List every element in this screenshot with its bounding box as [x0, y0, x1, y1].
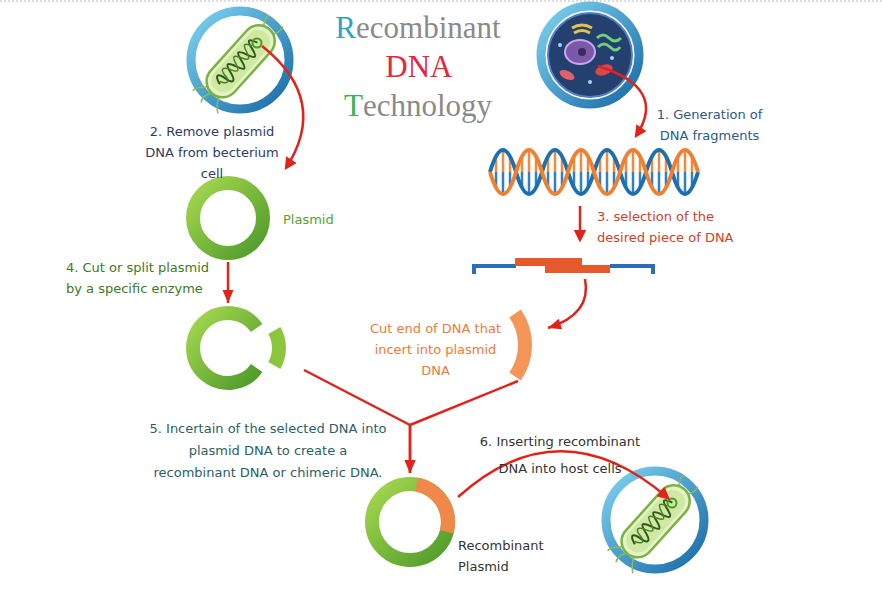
step-label: 2. Remove plasmid DNA from becterium cel…	[138, 121, 286, 184]
cell-ring	[541, 6, 639, 104]
chromosome	[215, 42, 256, 86]
step-arrow	[598, 66, 646, 136]
mitochondrion	[558, 68, 576, 82]
arrow-head	[548, 319, 562, 330]
endoplasmic-reticulum	[597, 35, 621, 41]
dna-bar-tick	[651, 264, 655, 274]
title-initial: R	[335, 10, 356, 45]
step-label: 1. Generation of DNA fragments	[652, 104, 767, 146]
chromosome	[214, 38, 263, 90]
plasmid-ring-shape	[193, 183, 263, 253]
inserted-dna	[417, 485, 448, 532]
node-outline	[186, 176, 270, 260]
bacterium-body	[191, 10, 291, 115]
connector-line	[227, 262, 230, 303]
diagram-title: Recombinant DNA Technology	[318, 8, 518, 125]
cut-plasmid: 4. Cut or split plasmid by a specific en…	[186, 304, 304, 392]
node-outline	[363, 475, 457, 569]
bacterium-ring	[191, 11, 289, 109]
connector-arrow	[223, 262, 234, 303]
nucleolus	[578, 48, 586, 56]
selected-dna-bar: 3. selection of the desired piece of DNA	[470, 258, 658, 276]
recombinant-plasmid: Recombinant Plasmid	[363, 475, 457, 569]
vesicle	[558, 43, 562, 47]
node-outline	[470, 258, 658, 276]
nucleus	[565, 40, 595, 64]
dna-bar-orange	[545, 265, 610, 273]
connector-line	[410, 381, 518, 473]
dna-strand	[490, 150, 698, 194]
connector-arrow	[548, 279, 586, 329]
title-word: Technology	[344, 88, 492, 123]
arrow-head	[223, 290, 234, 303]
dna-bar-blue	[610, 264, 655, 268]
recombinant-ring	[372, 484, 448, 560]
node-text: 4. Cut or split plasmid by a specific en…	[66, 257, 216, 299]
dna-bar-orange	[515, 258, 582, 266]
top-border	[0, 1, 882, 2]
arrow-head	[405, 460, 416, 473]
dna-bar-blue	[472, 264, 516, 268]
vesicle	[588, 80, 592, 84]
endoplasmic-reticulum	[598, 44, 620, 50]
flagella	[191, 10, 291, 115]
node-text: Plasmid	[283, 209, 373, 230]
node-outline	[186, 304, 304, 392]
fragment-arc	[515, 313, 525, 376]
dna-fragment: Cut end of DNA that incert into plasmid …	[490, 308, 550, 380]
plasmid-ring: Plasmid	[186, 176, 270, 260]
bacterium-cell	[191, 10, 291, 115]
eukaryotic-cell	[541, 6, 639, 104]
golgi	[572, 25, 592, 33]
connector-arrow	[405, 381, 519, 473]
title-word: DNA	[385, 49, 450, 84]
vesicle	[610, 56, 614, 60]
cell-membrane	[548, 13, 632, 97]
node-outline	[490, 308, 550, 380]
plasmid-piece	[274, 331, 279, 366]
node-text: Recombinant Plasmid	[458, 535, 558, 577]
opened-plasmid	[193, 313, 257, 383]
step-label: 5. Incertain of the selected DNA into pl…	[147, 418, 389, 484]
step-arrow	[579, 206, 582, 240]
arrow-head	[405, 460, 416, 473]
node-text: Cut end of DNA that incert into plasmid …	[368, 318, 503, 381]
dna-bar-tick	[472, 264, 476, 274]
node-text: 3. selection of the desired piece of DNA	[597, 206, 737, 248]
title-word: Recombinant	[335, 10, 500, 45]
dna-helix	[490, 150, 698, 194]
step-label: 6. Inserting recombinant DNA into host c…	[465, 428, 655, 482]
dna-strand	[490, 150, 698, 194]
small-plasmid	[253, 39, 262, 48]
cell-wall	[200, 19, 281, 104]
connector-line	[548, 279, 586, 328]
cytoplasm	[206, 25, 275, 98]
title-initial: T	[344, 88, 363, 123]
